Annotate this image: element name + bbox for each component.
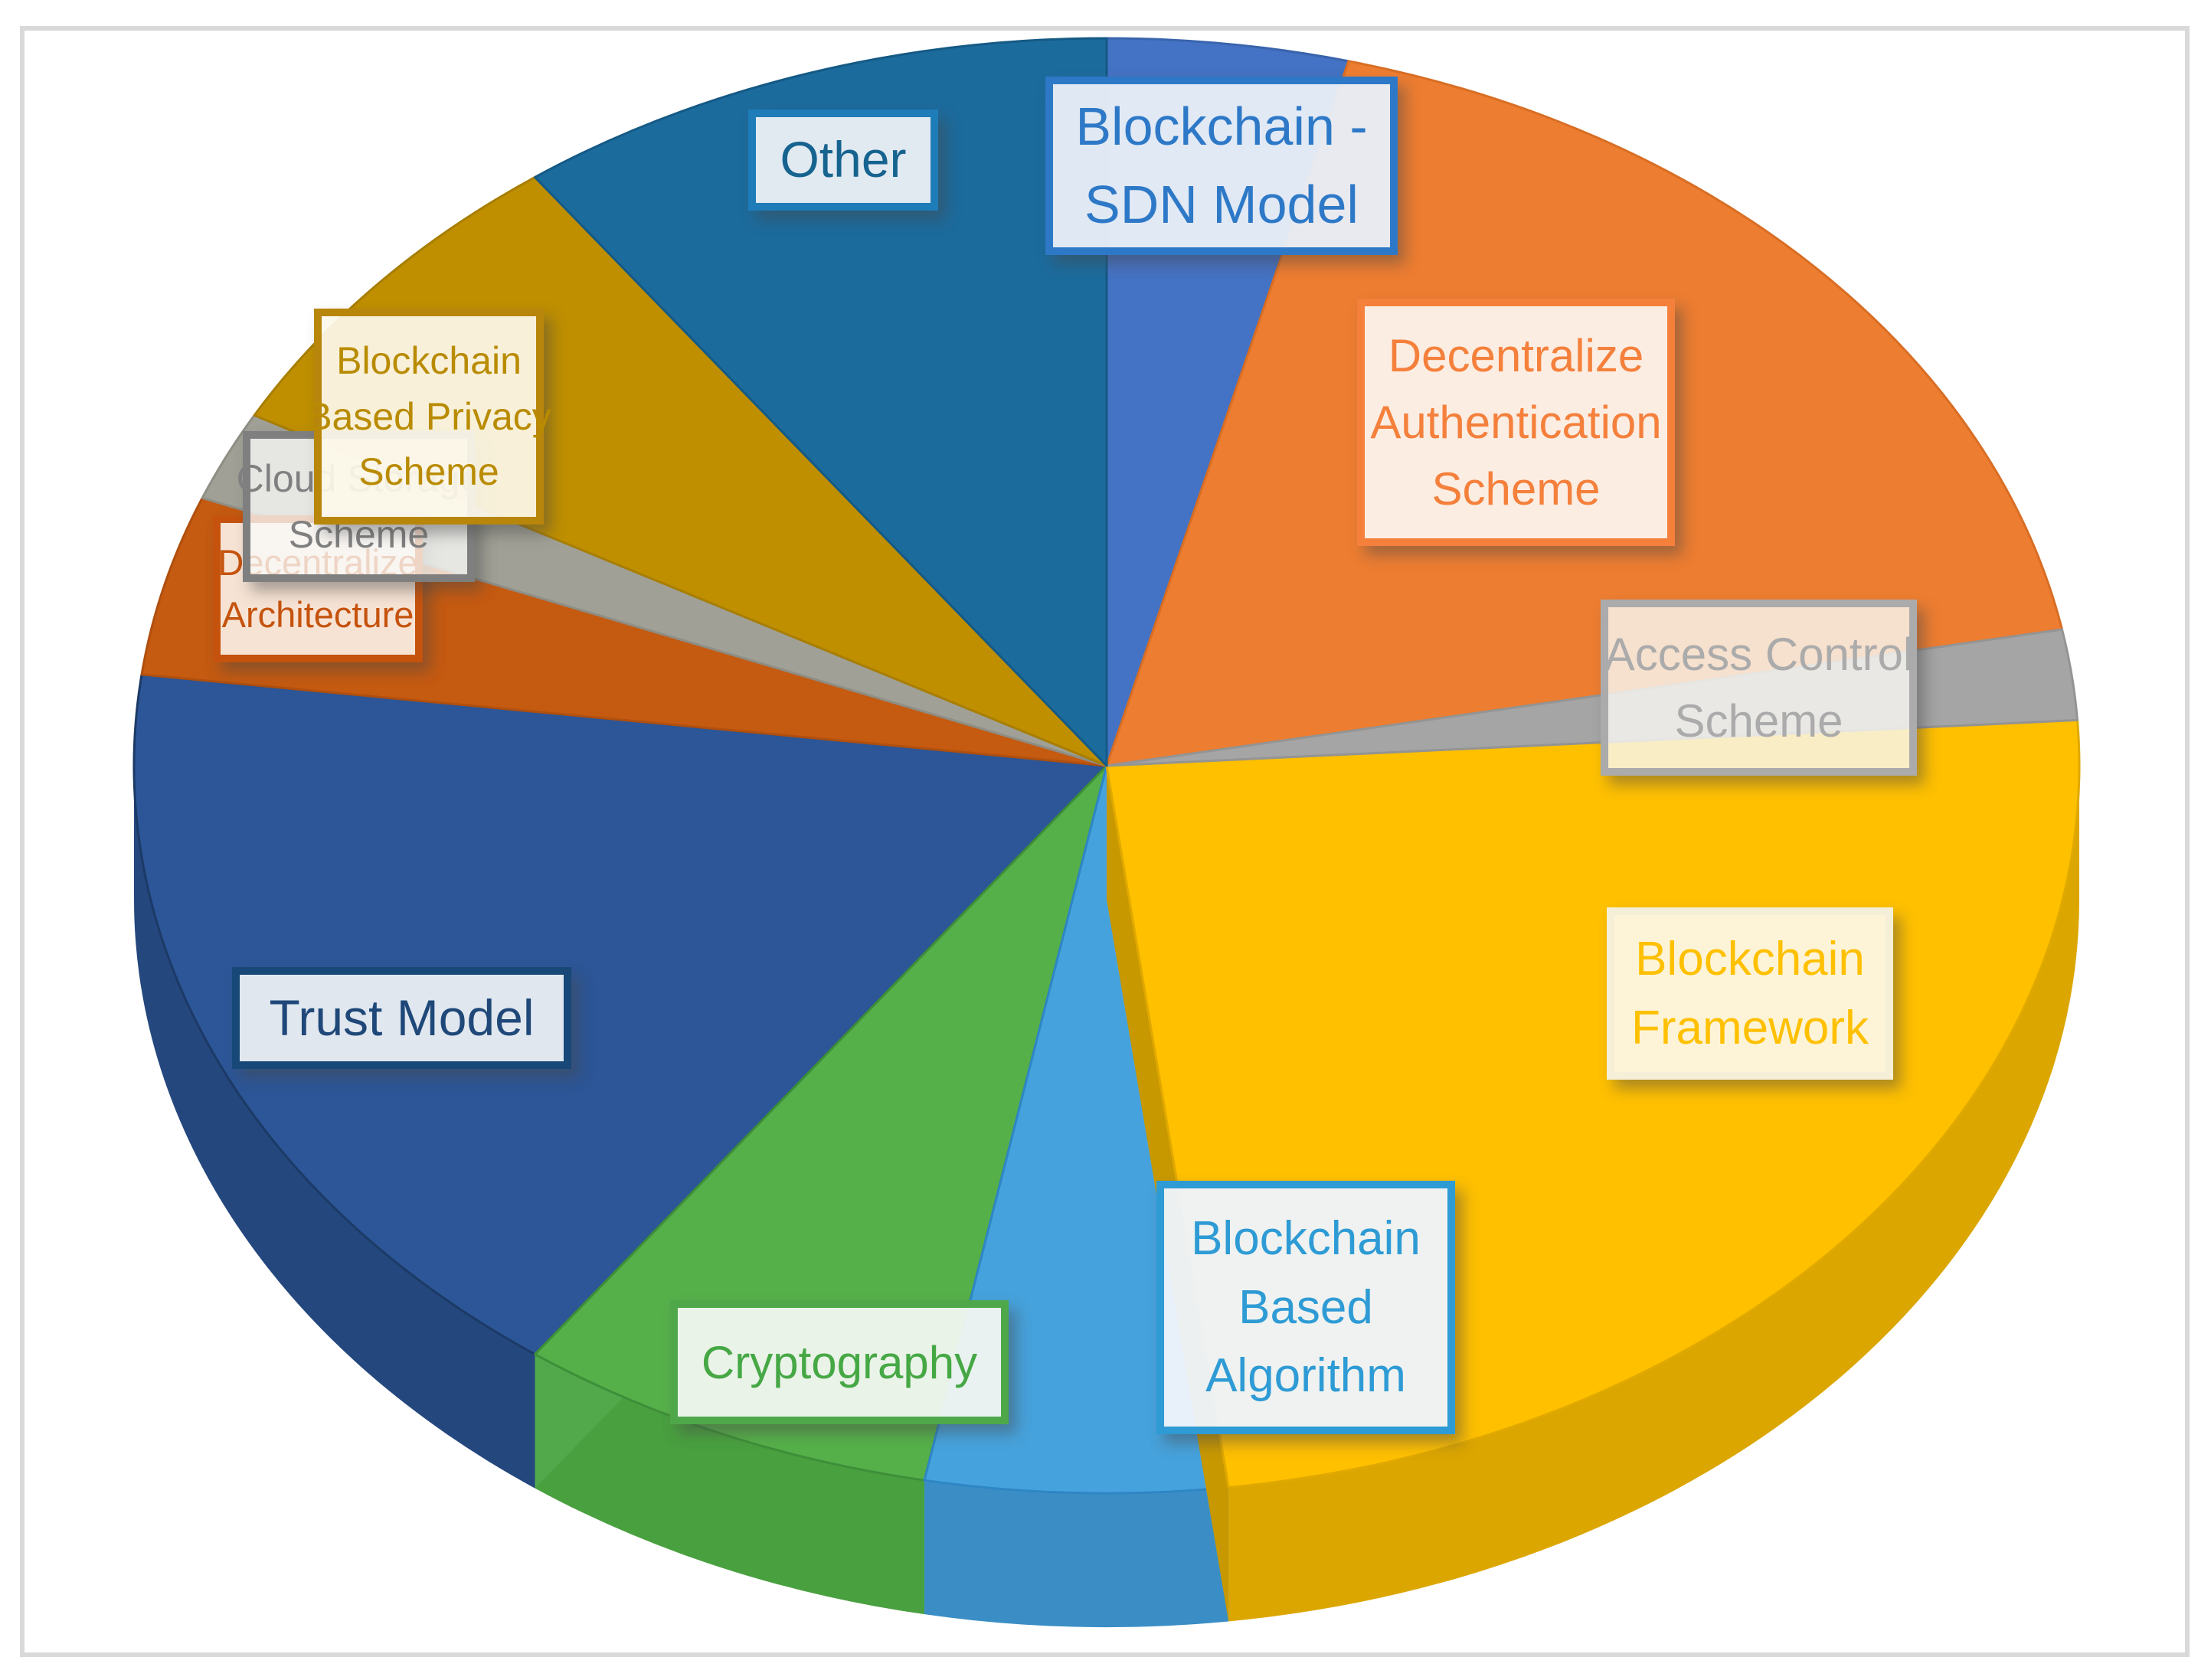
- pie-band-bb_algorithm: [924, 1480, 1229, 1627]
- pie-band-crypto: [535, 1354, 925, 1615]
- pie-band-framework: [1228, 766, 2079, 1622]
- label-line: Algorithm: [1205, 1349, 1406, 1403]
- label-line: Architecture: [221, 594, 414, 635]
- label-crypto: Cryptography: [670, 1300, 1009, 1424]
- label-trust: Trust Model: [232, 967, 571, 1069]
- label-line: Blockchain: [1191, 1211, 1421, 1265]
- label-line: Authentication: [1370, 397, 1662, 448]
- label-line: Based: [1238, 1280, 1373, 1334]
- label-line: Trust Model: [269, 989, 535, 1046]
- label-line: Scheme: [1674, 695, 1843, 747]
- label-line: Other: [780, 131, 907, 188]
- label-line: Cryptography: [701, 1336, 978, 1388]
- label-line: Framework: [1630, 1001, 1869, 1054]
- label-line: Access Control: [1604, 629, 1914, 680]
- label-sdn: Blockchain - SDN Model: [1045, 77, 1398, 255]
- label-line: Based Privacy: [306, 394, 551, 438]
- label-line: Decentralize: [1388, 330, 1644, 381]
- label-line: Scheme: [1431, 463, 1601, 515]
- label-other: Other: [748, 109, 938, 211]
- label-line: Scheme: [358, 450, 499, 494]
- pie-slice-other: [534, 37, 1108, 767]
- label-line: Blockchain: [336, 339, 522, 383]
- pie-slice-trust: [132, 673, 1108, 1356]
- label-line: Blockchain: [1635, 932, 1865, 985]
- pie-band-trust: [134, 766, 535, 1489]
- label-line: Blockchain -: [1075, 96, 1368, 156]
- label-line: SDN Model: [1084, 174, 1359, 234]
